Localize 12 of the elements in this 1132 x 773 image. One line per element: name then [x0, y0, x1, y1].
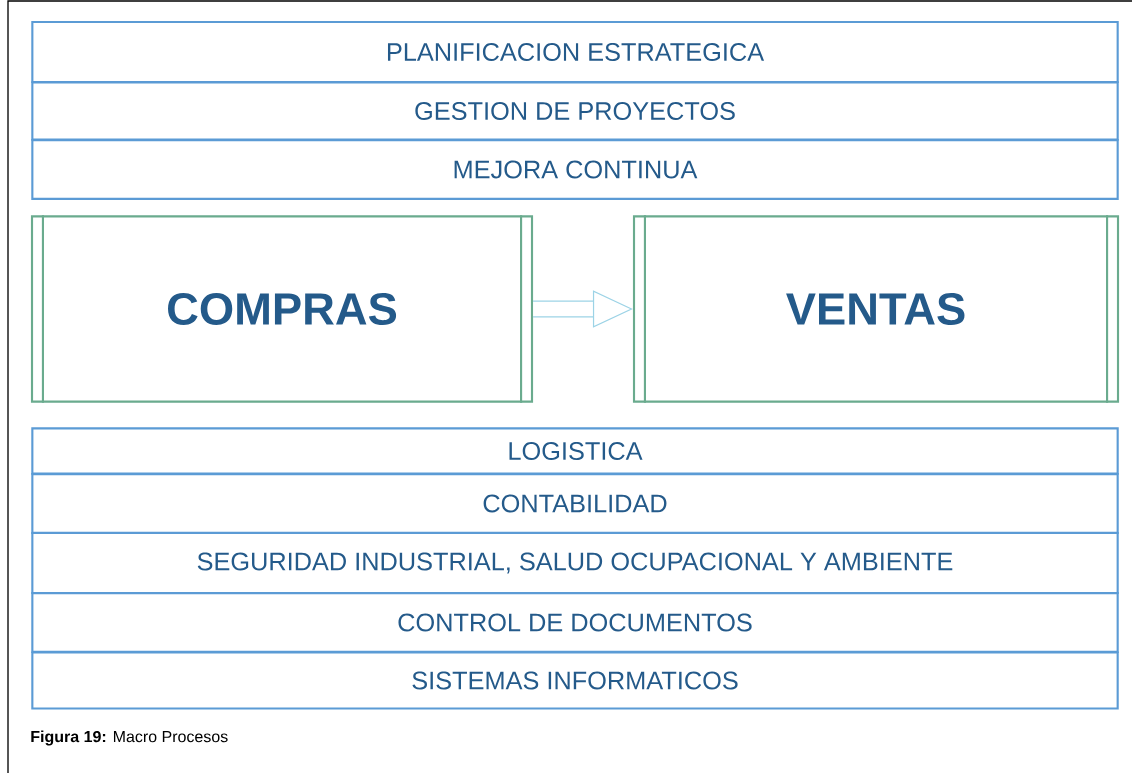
process-box: VENTAS — [632, 214, 1120, 404]
process-band: SEGURIDAD INDUSTRIAL, SALUD OCUPACIONAL Y AMBIENTE — [31, 531, 1119, 595]
process-band: GESTION DE PROYECTOS — [31, 81, 1119, 141]
process-band: SISTEMAS INFORMATICOS — [31, 651, 1119, 710]
block-arrow — [533, 290, 633, 328]
process-box: COMPRAS — [30, 214, 534, 404]
process-band: CONTABILIDAD — [31, 473, 1119, 534]
process-band: MEJORA CONTINUA — [31, 139, 1119, 200]
process-band: LOGISTICA — [31, 427, 1119, 475]
process-band: CONTROL DE DOCUMENTOS — [31, 592, 1119, 653]
figure-caption: Figura 19: Macro Procesos — [31, 730, 228, 746]
process-band: PLANIFICACION ESTRATEGICA — [31, 20, 1119, 84]
